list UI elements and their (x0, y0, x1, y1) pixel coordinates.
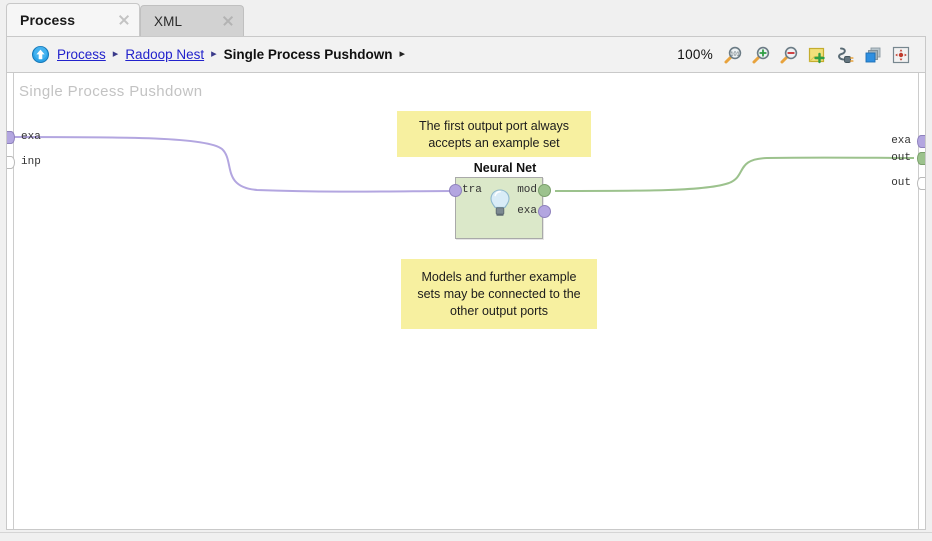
zoom-reset-icon[interactable]: 101 (719, 42, 747, 68)
canvas-left-port-exa-label: exa (21, 131, 41, 143)
breadcrumb: Process ▸ Radoop Nest ▸ Single Process P… (7, 46, 412, 63)
process-canvas[interactable]: Single Process Pushdown exa inp exa out … (6, 72, 926, 530)
lightbulb-icon (488, 188, 512, 227)
canvas-left-port-inp[interactable]: inp (7, 155, 41, 169)
operator-output-port-mod[interactable] (537, 184, 551, 197)
process-boundary-left (13, 73, 14, 529)
canvas-left-port-inp-label: inp (21, 156, 41, 168)
canvas-right-port-exa[interactable]: exa (891, 134, 925, 148)
close-icon[interactable] (117, 13, 131, 27)
operator-output-port-exa[interactable] (537, 205, 551, 218)
canvas-left-port-exa[interactable]: exa (7, 130, 41, 144)
tab-bar: Process XML (0, 0, 932, 37)
canvas-right-port-out-1-label: out (891, 152, 911, 164)
port-connector-icon[interactable] (7, 130, 15, 144)
breadcrumb-item-current: Single Process Pushdown (223, 47, 393, 62)
layers-icon[interactable] (859, 42, 887, 68)
operator-input-port-tra-label: tra (462, 184, 482, 196)
breadcrumb-item-radoop-nest[interactable]: Radoop Nest (125, 47, 205, 62)
add-note-icon[interactable] (803, 42, 831, 68)
tab-process[interactable]: Process (6, 3, 140, 36)
window-bottom-strip (0, 532, 932, 541)
operator-output-port-mod-label: mod (517, 184, 537, 196)
annotation-note-bottom[interactable]: Models and further example sets may be c… (401, 259, 597, 329)
close-icon[interactable] (221, 14, 235, 28)
connection-exa-to-tra (13, 136, 454, 193)
zoom-out-icon[interactable] (775, 42, 803, 68)
canvas-right-port-out-2-label: out (891, 177, 911, 189)
zoom-level-label: 100% (677, 47, 713, 62)
zoom-in-icon[interactable] (747, 42, 775, 68)
auto-wire-icon[interactable] (831, 42, 859, 68)
breadcrumb-separator-icon: ▸ (112, 48, 119, 60)
canvas-right-port-out-1[interactable]: out (891, 151, 925, 165)
tab-xml[interactable]: XML (140, 5, 244, 36)
port-connector-icon[interactable] (7, 155, 15, 169)
up-arrow-home-icon[interactable] (32, 46, 49, 63)
tab-xml-label: XML (154, 13, 183, 29)
operator-output-port-exa-label: exa (517, 205, 537, 217)
breadcrumb-separator-icon: ▸ (211, 48, 217, 60)
operator-input-port-tra[interactable] (448, 184, 462, 197)
canvas-toolbar: 100% 101 (677, 42, 925, 68)
canvas-right-port-out-2[interactable]: out (891, 176, 925, 190)
svg-text:101: 101 (730, 51, 739, 57)
operator-neural-net-title: Neural Net (473, 161, 537, 175)
tab-process-label: Process (20, 12, 76, 28)
port-connector-icon[interactable] (917, 134, 925, 148)
port-connector-icon[interactable] (917, 176, 925, 190)
annotation-note-top[interactable]: The first output port always accepts an … (397, 111, 591, 157)
canvas-right-port-exa-label: exa (891, 135, 911, 147)
breadcrumb-item-process[interactable]: Process (57, 47, 106, 62)
breadcrumb-toolbar: Process ▸ Radoop Nest ▸ Single Process P… (6, 36, 926, 73)
port-connector-icon[interactable] (917, 151, 925, 165)
canvas-watermark-title: Single Process Pushdown (19, 83, 203, 100)
process-boundary-right (918, 73, 919, 529)
fit-to-screen-icon[interactable] (887, 42, 915, 68)
operator-neural-net[interactable]: tra mod exa (455, 177, 543, 239)
connection-mod-to-out (554, 156, 915, 192)
breadcrumb-trailing-separator-icon: ▸ (399, 48, 405, 60)
